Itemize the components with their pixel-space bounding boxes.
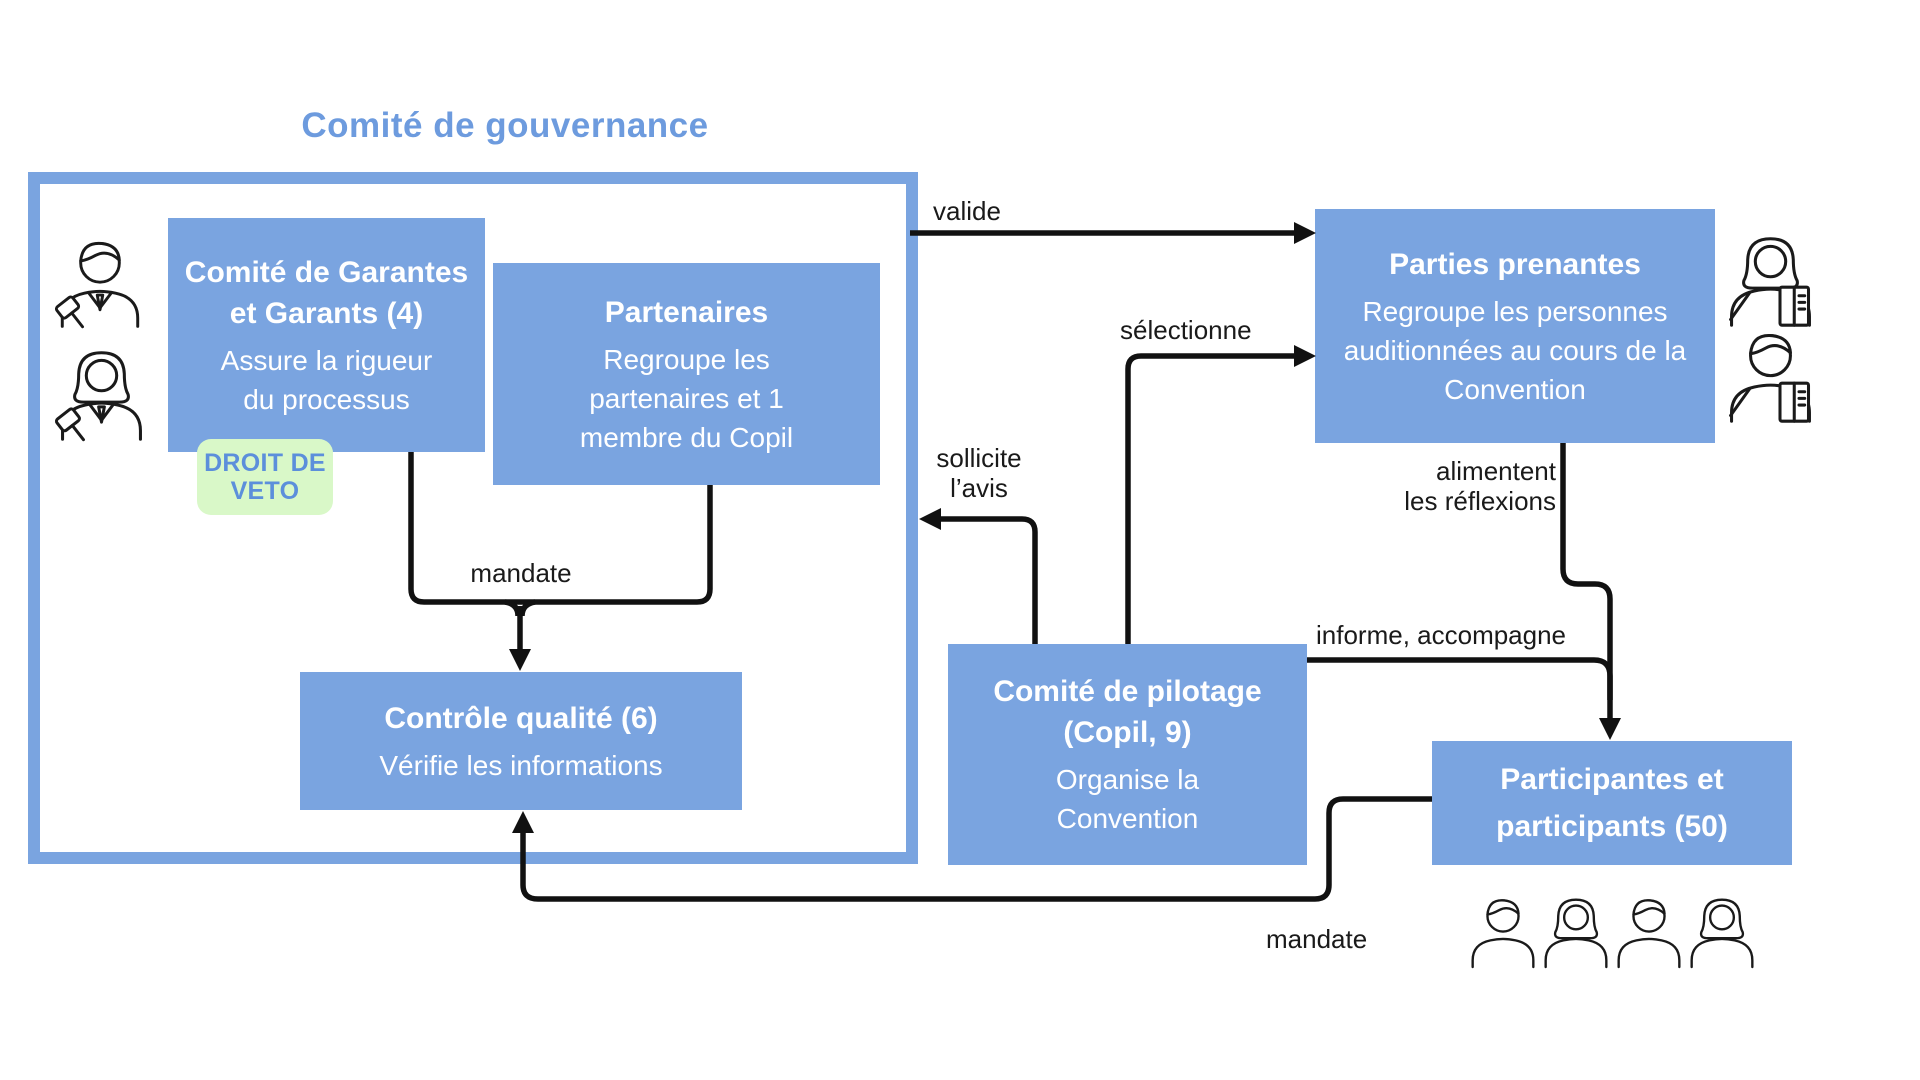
box-title-line: (Copil, 9) [1063, 716, 1192, 749]
box-partenaires: Partenaires Regroupe les partenaires et … [493, 263, 880, 485]
man-bust-icon [1617, 899, 1681, 969]
box-parties-prenantes: Parties prenantes Regroupe les personnes… [1315, 209, 1715, 443]
box-participants: Participantes et participants (50) [1432, 741, 1792, 865]
edge-label-informe: informe, accompagne [1316, 620, 1567, 650]
box-title-line: Comité de Garantes [184, 255, 469, 289]
edge-label-valide: valide [933, 196, 1001, 226]
droit-de-veto-badge: DROIT DE VETO [197, 439, 333, 515]
edge-label-alimentent: alimentent les réflexions [1404, 456, 1556, 516]
diagram-title: Comité de gouvernance [301, 106, 709, 145]
box-body-line: Assure la rigueur [220, 344, 433, 376]
box-title-line: Comité de pilotage [993, 675, 1262, 708]
box-title-line: Contrôle qualité (6) [384, 701, 658, 735]
box-body-line: auditionnées au cours de la [1343, 334, 1687, 366]
box-body-line: membre du Copil [579, 421, 794, 453]
edge-label-mandate-top: mandate [470, 558, 572, 588]
box-body-line: Regroupe les [603, 343, 770, 375]
edge-label-sollicite: sollicite l’avis [936, 443, 1022, 503]
edge-label-selectionne: sélectionne [1120, 315, 1252, 345]
badge-line: DROIT DE [204, 449, 326, 477]
woman-bust-icon [1544, 898, 1608, 969]
arrow-informe-accompagne [1307, 657, 1613, 700]
box-body-line: Regroupe les personnes [1362, 295, 1668, 327]
box-body-line: Vérifie les informations [379, 749, 663, 781]
box-title-line: et Garants (4) [229, 296, 424, 330]
box-body-line: partenaires et 1 [589, 382, 784, 414]
box-body-line: Convention [1444, 373, 1586, 405]
box-controle-qualite: Contrôle qualité (6) Vérifie les informa… [300, 672, 742, 810]
box-body-line: du processus [243, 383, 410, 415]
man-bust-icon [1471, 899, 1535, 969]
box-body-line: Organise la [1055, 764, 1200, 795]
edge-label-mandate-bottom: mandate [1266, 924, 1368, 954]
arrow-alimentent [1560, 443, 1621, 740]
box-title-line: participants (50) [1496, 810, 1728, 843]
box-title-line: Parties prenantes [1389, 247, 1641, 281]
box-comite-garantes: Comité de Garantes et Garants (4) Assure… [168, 218, 485, 452]
box-body-line: Convention [1056, 803, 1199, 834]
box-comite-pilotage: Comité de pilotage (Copil, 9) Organise l… [948, 644, 1307, 865]
woman-bust-icon [1690, 898, 1754, 969]
box-title-line: Partenaires [604, 295, 769, 329]
arrow-selectionne [1125, 345, 1316, 644]
badge-line: VETO [230, 477, 300, 505]
presenter-man-icon [1729, 334, 1811, 423]
presenter-woman-icon [1729, 237, 1811, 327]
box-title-line: Participantes et [1500, 763, 1724, 796]
arrow-sollicite-avis [919, 508, 1038, 644]
